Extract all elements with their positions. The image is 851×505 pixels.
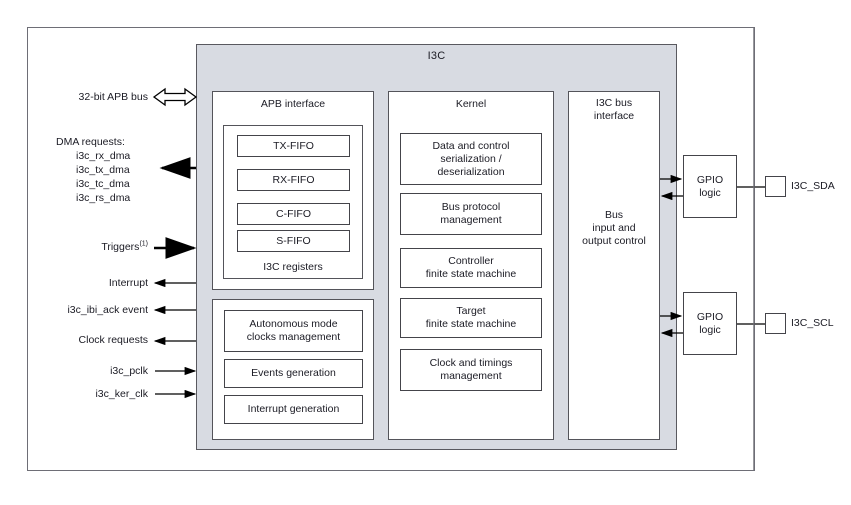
label-triggers-footnote: (1)	[139, 240, 148, 248]
clock-timings-management-block: Clock and timings management	[400, 349, 542, 391]
label-triggers: Triggers(1)	[0, 241, 148, 254]
interrupt-generation-block: Interrupt generation	[224, 395, 363, 424]
target-fsm-block: Target finite state machine	[400, 298, 542, 338]
bus-io-control-label: Bus input and output control	[582, 209, 646, 247]
gpio-logic-sda: GPIO logic	[683, 155, 737, 218]
i3c-bus-interface-box	[568, 91, 660, 440]
label-clock-requests: Clock requests	[78, 334, 148, 346]
label-dma-requests-heading: DMA requests:	[56, 136, 125, 148]
label-i3c-ker-clk: i3c_ker_clk	[95, 388, 148, 400]
pad-sda	[765, 176, 786, 197]
i3c-bus-interface-title: I3C bus interface	[593, 97, 635, 122]
tx-fifo-block: TX-FIFO	[237, 135, 350, 157]
label-i3c-tx-dma: i3c_tx_dma	[76, 164, 130, 176]
bus-protocol-management-block: Bus protocol management	[400, 193, 542, 235]
label-interrupt: Interrupt	[108, 277, 148, 289]
i3c-panel-title: I3C	[427, 50, 446, 62]
pad-label-sda: I3C_SDA	[791, 180, 835, 192]
events-generation-block: Events generation	[224, 359, 363, 388]
i3c-registers-label: I3C registers	[263, 261, 323, 273]
c-fifo-block: C-FIFO	[237, 203, 350, 225]
autonomous-mode-clocks-block: Autonomous mode clocks management	[224, 310, 363, 352]
s-fifo-block: S-FIFO	[237, 230, 350, 252]
label-i3c-rs-dma: i3c_rs_dma	[76, 192, 131, 204]
label-i3c-tc-dma: i3c_tc_dma	[76, 178, 130, 190]
label-apb-bus: 32-bit APB bus	[78, 91, 148, 103]
label-ibi-ack-event: i3c_ibi_ack event	[67, 304, 148, 316]
serialization-block: Data and control serialization / deseria…	[400, 133, 542, 185]
kernel-title: Kernel	[455, 98, 487, 110]
label-triggers-text: Triggers	[101, 241, 140, 253]
pad-label-scl: I3C_SCL	[791, 317, 834, 329]
rx-fifo-block: RX-FIFO	[237, 169, 350, 191]
label-dma-requests-group: DMA requests: i3c_rx_dma i3c_tx_dma i3c_…	[56, 135, 176, 205]
label-i3c-rx-dma: i3c_rx_dma	[76, 150, 131, 162]
controller-fsm-block: Controller finite state machine	[400, 248, 542, 288]
gpio-logic-scl: GPIO logic	[683, 292, 737, 355]
apb-interface-title: APB interface	[260, 98, 326, 110]
pad-scl	[765, 313, 786, 334]
label-i3c-pclk: i3c_pclk	[110, 365, 148, 377]
